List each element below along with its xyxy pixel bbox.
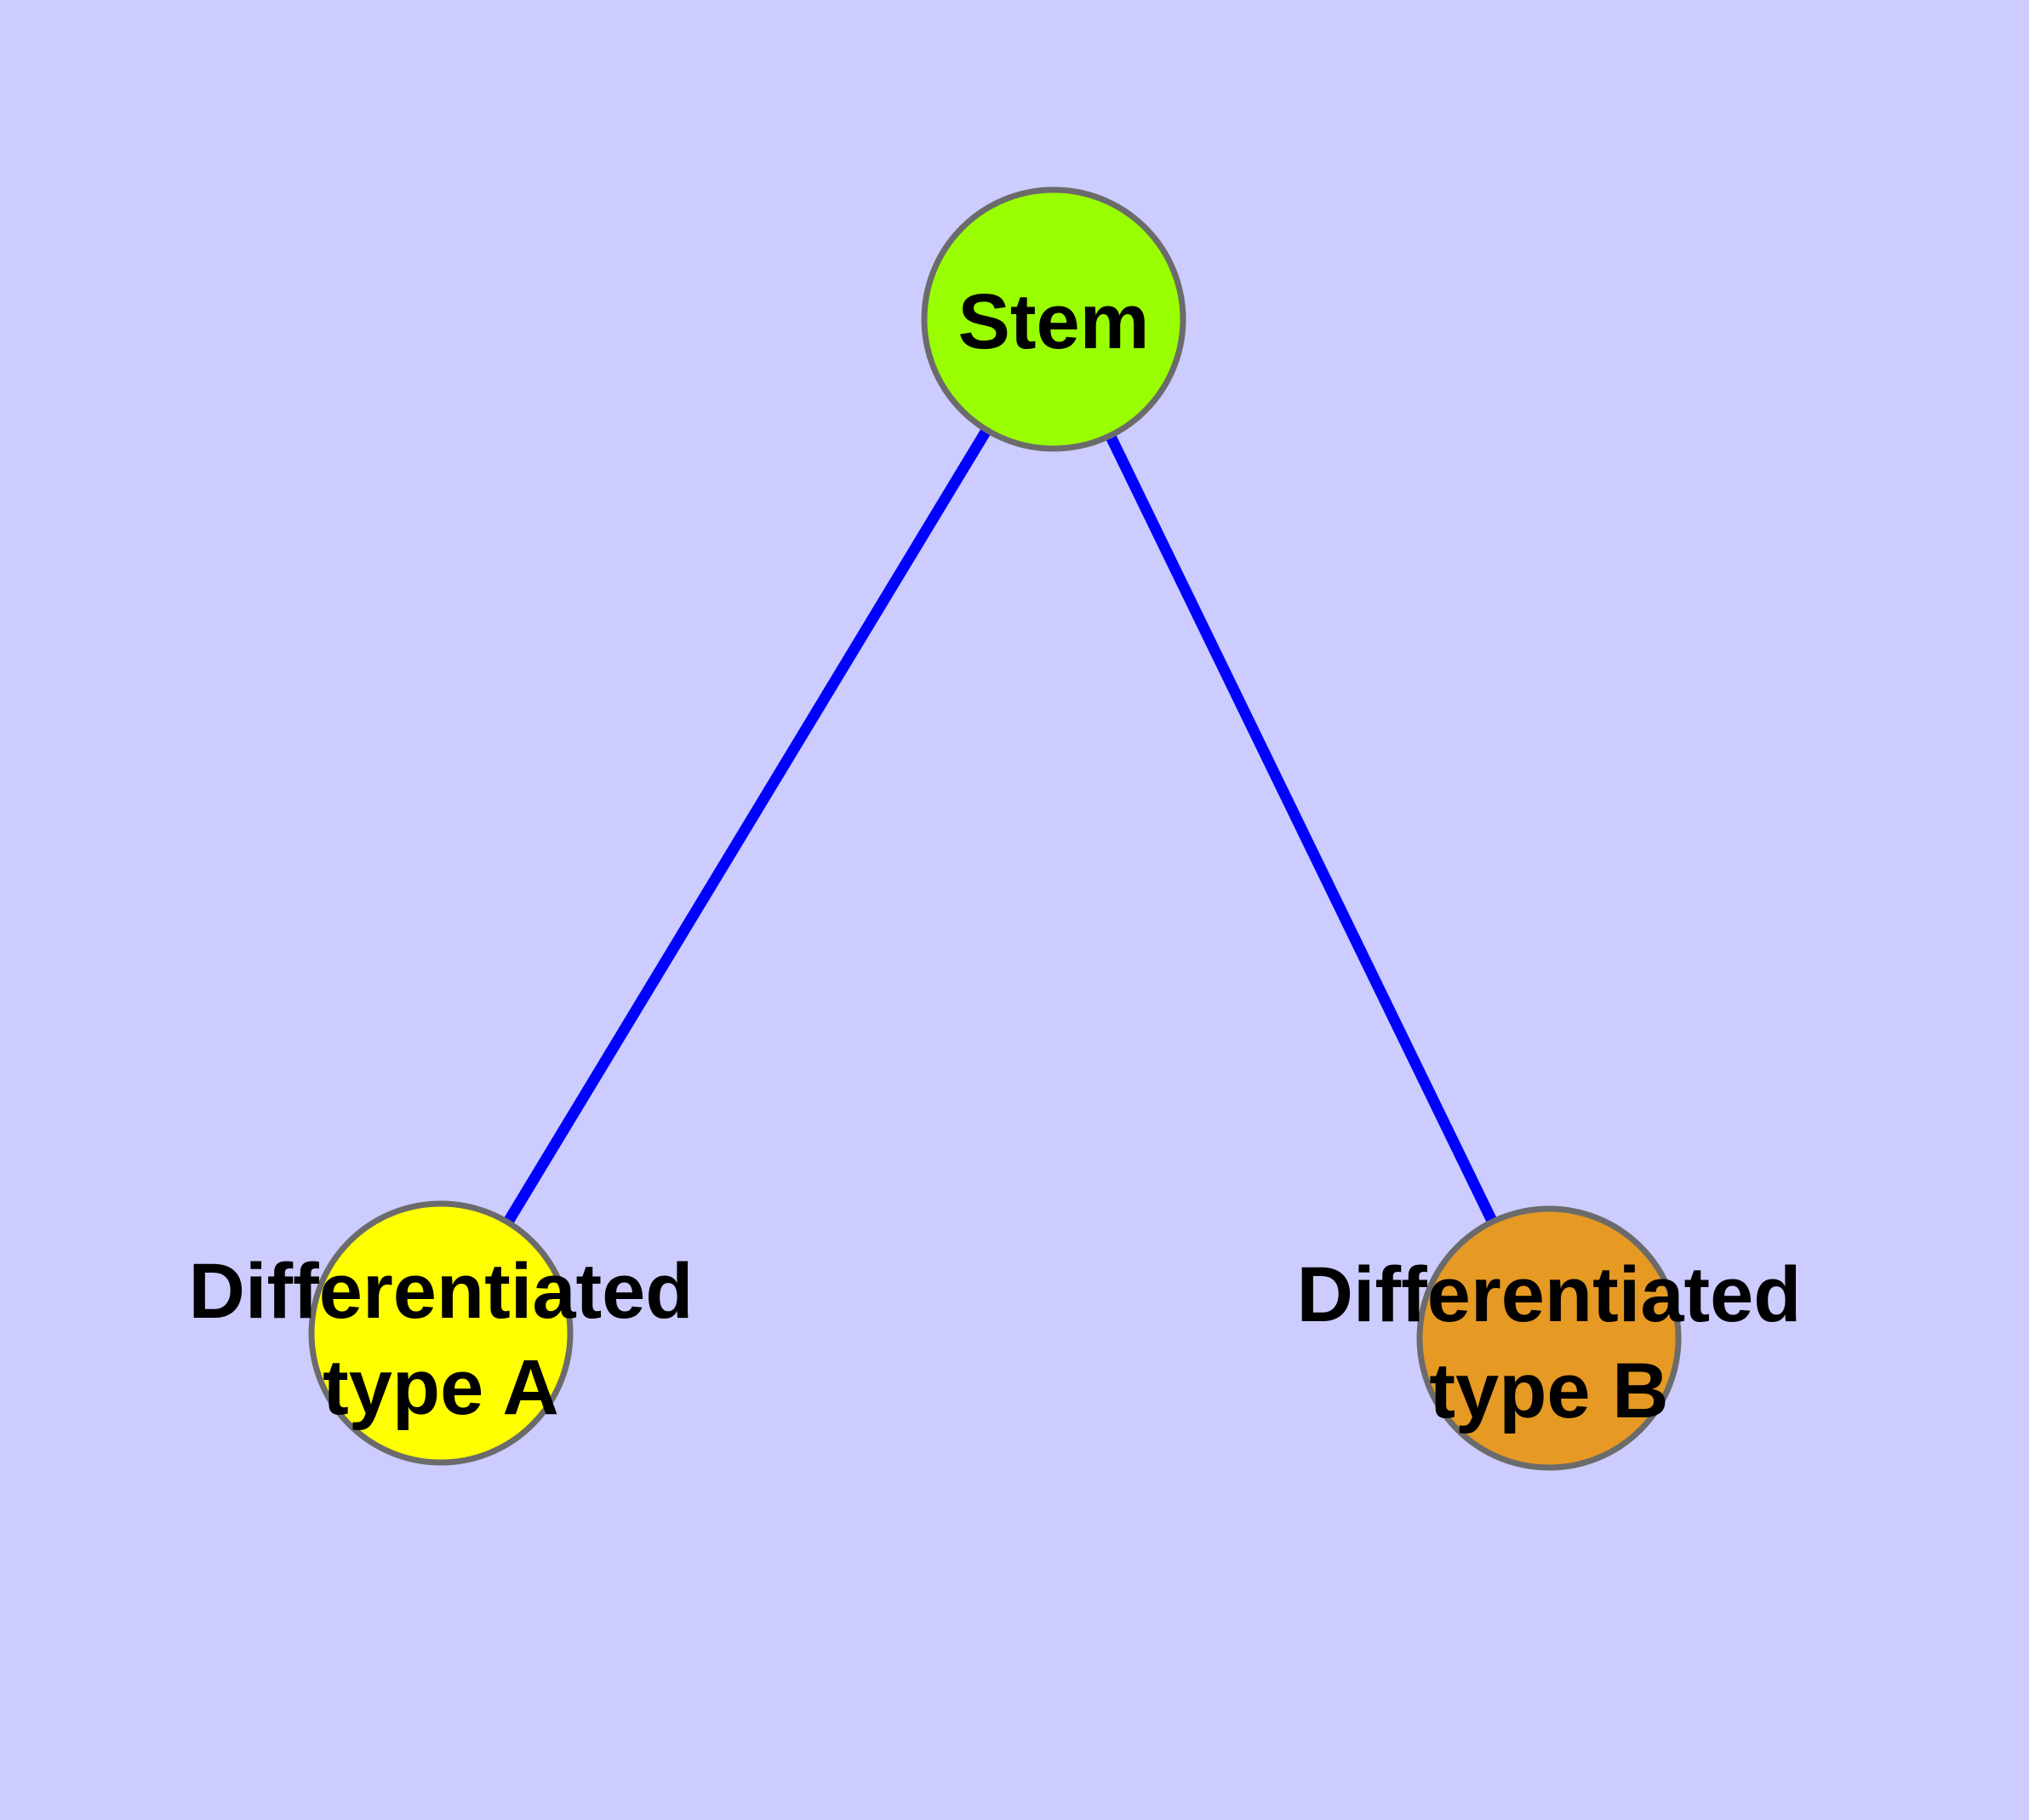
edge-stem-to-type-b: [1049, 317, 1554, 1341]
node-type-a-label-line-2: type A: [323, 1344, 559, 1431]
node-differentiated-type-b: [1416, 1205, 1682, 1471]
node-stem: [921, 186, 1186, 452]
node-type-a-label-line-1: Differentiated: [189, 1248, 694, 1335]
edge-stem-to-type-a: [436, 316, 1059, 1336]
node-type-b-label-line-2: type B: [1429, 1348, 1668, 1434]
node-type-b-label-line-1: Differentiated: [1297, 1251, 1802, 1338]
node-differentiated-type-a: [308, 1200, 574, 1466]
node-stem-label: Stem: [958, 278, 1150, 365]
